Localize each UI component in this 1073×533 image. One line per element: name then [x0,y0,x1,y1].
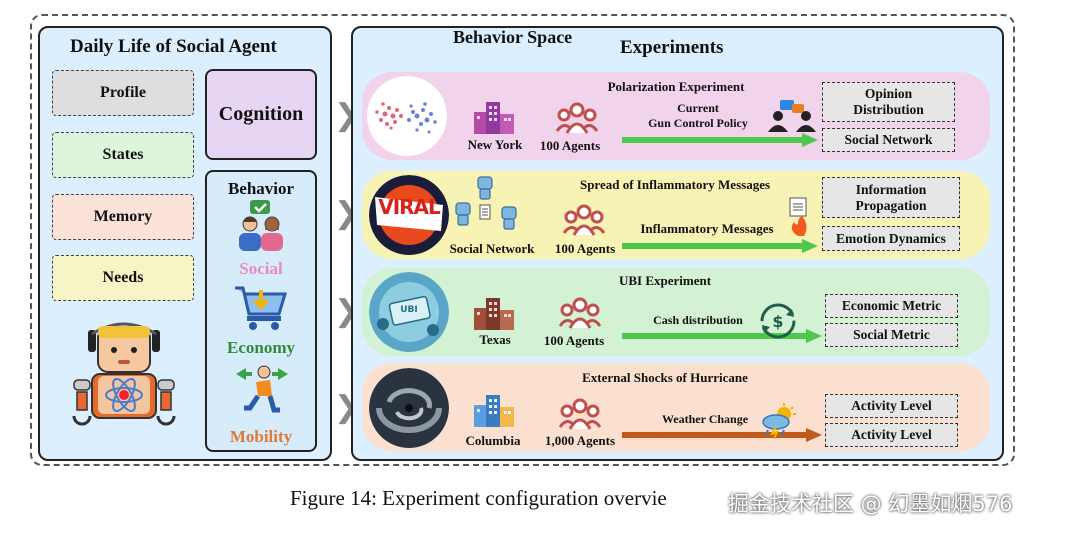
output-box: Emotion Dynamics [822,226,960,251]
output-box: Activity Level [825,423,958,447]
shopping-cart-icon [235,286,288,330]
output-box: Social Network [822,128,955,152]
states-box: States [52,132,194,178]
arrow-right-icon [622,428,822,442]
experiment-place: New York [467,137,523,152]
memory-label: Memory [93,208,153,225]
robot-network-icon [455,176,517,230]
city-buildings-icon [474,102,514,134]
agents-group-icon [556,102,598,134]
states-label: States [102,146,144,163]
watermark: 掘金技术社区 @ 幻墨如烟576 [728,492,1013,516]
profile-box: Profile [52,70,194,116]
output-box: Social Metric [825,323,958,347]
agents-group-icon [563,204,605,236]
needs-label: Needs [102,269,144,286]
experiment-agents: 100 Agents [539,138,601,153]
output-box: Economic Metric [825,294,958,318]
outer-dashed-frame [30,14,1015,466]
ubi-illustration-icon [369,272,449,352]
fire-document-icon [789,197,807,236]
output-box: Information Propagation [822,177,960,218]
social-label: Social [239,259,283,278]
cognition-label: Cognition [218,103,304,125]
experiment-agents: 100 Agents [554,241,616,256]
mobility-label: Mobility [229,427,293,446]
behavior-space-title: Behavior Space [453,27,573,47]
experiment-place: Social Network [449,241,535,256]
arrow-right-icon [622,133,818,147]
profile-label: Profile [100,84,146,101]
experiment-title: UBI Experiment [618,273,712,288]
output-box: Opinion Distribution [822,82,955,122]
experiment-title: External Shocks of Hurricane [582,370,748,385]
experiment-agents: 1,000 Agents [544,433,616,448]
left-panel-title: Daily Life of Social Agent [70,36,277,57]
experiment-title: Polarization Experiment [607,79,745,94]
experiment-place: Texas [479,332,511,347]
cognition-box [205,69,317,160]
agents-group-icon [559,398,601,430]
viral-badge-text: VIRAL [378,195,441,219]
experiments-title: Experiments [620,37,724,58]
ubi-badge-text: UBI [400,305,418,315]
experiment-action: Cash distribution [653,313,743,327]
experiment-title: Spread of Inflammatory Messages [579,177,771,192]
arrow-right-icon [622,239,818,253]
viral-badge-icon [369,175,449,255]
experiment-place: Columbia [465,433,521,448]
svg-text:$: $ [772,312,783,331]
social-people-icon [239,200,283,251]
weather-storm-icon [762,403,796,440]
memory-box: Memory [52,194,194,240]
needs-box: Needs [52,255,194,301]
experiment-action: Current Gun Control Policy [648,101,748,130]
economy-label: Economy [227,338,295,357]
discussion-people-icon [768,100,816,132]
behavior-title: Behavior [227,179,295,198]
figure-caption: Figure 14: Experiment configuration over… [290,486,667,510]
arrow-right-icon [622,329,822,343]
robot-agent-icon [72,322,176,426]
experiment-agents: 100 Agents [543,333,605,348]
city-buildings-icon [474,298,514,330]
money-cycle-icon: $ [760,303,796,339]
city-buildings-icon [474,395,514,427]
agents-group-icon [559,297,601,329]
hurricane-satellite-icon [369,368,449,448]
experiment-action: Inflammatory Messages [640,221,774,236]
running-person-icon [236,365,288,413]
polarization-scatter-icon [367,76,447,156]
experiment-action: Weather Change [661,412,749,426]
output-box: Activity Level [825,394,958,418]
